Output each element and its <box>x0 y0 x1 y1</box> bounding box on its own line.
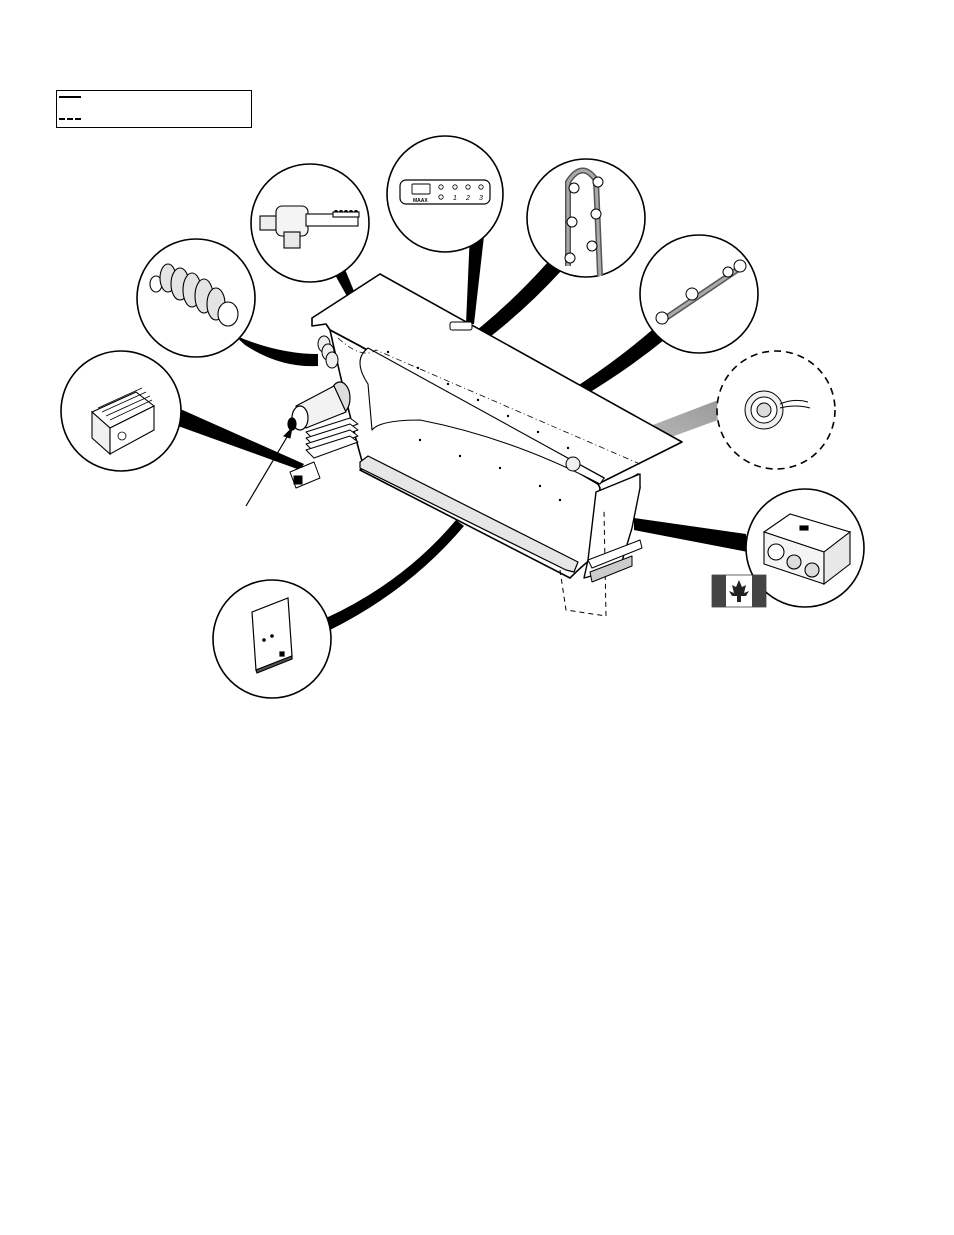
callout-bellows-hose <box>137 239 255 357</box>
control-panel-digit-2: 2 <box>465 195 470 202</box>
callout-access-panel <box>213 580 331 698</box>
access-panel-icon <box>252 598 292 673</box>
leader-access <box>326 520 464 630</box>
callout-underwater-light <box>717 351 835 469</box>
callout-jet-manifold-horizontal <box>640 235 758 353</box>
leader-junction <box>634 518 748 552</box>
control-panel-digit-3: 3 <box>479 195 483 202</box>
leader-bellows <box>234 335 318 366</box>
legend-dashed-swatch <box>59 118 81 120</box>
legend-box <box>56 90 252 128</box>
tub-control-spot <box>450 322 472 330</box>
callout-control-panel: MAAX 1 2 3 <box>387 136 503 252</box>
callout-jet-manifold-vertical <box>527 159 645 277</box>
control-panel-brand: MAAX <box>413 198 428 204</box>
canada-flag-icon <box>712 575 766 607</box>
control-panel-icon: MAAX 1 2 3 <box>400 180 490 204</box>
control-panel-digit-1: 1 <box>453 195 457 202</box>
tub-light-spot <box>566 457 580 471</box>
pump-pointer <box>246 428 292 506</box>
callout-heater <box>61 351 181 471</box>
callout-air-valve <box>251 164 369 282</box>
legend-solid-swatch <box>59 96 81 98</box>
leader-heater <box>178 408 304 470</box>
